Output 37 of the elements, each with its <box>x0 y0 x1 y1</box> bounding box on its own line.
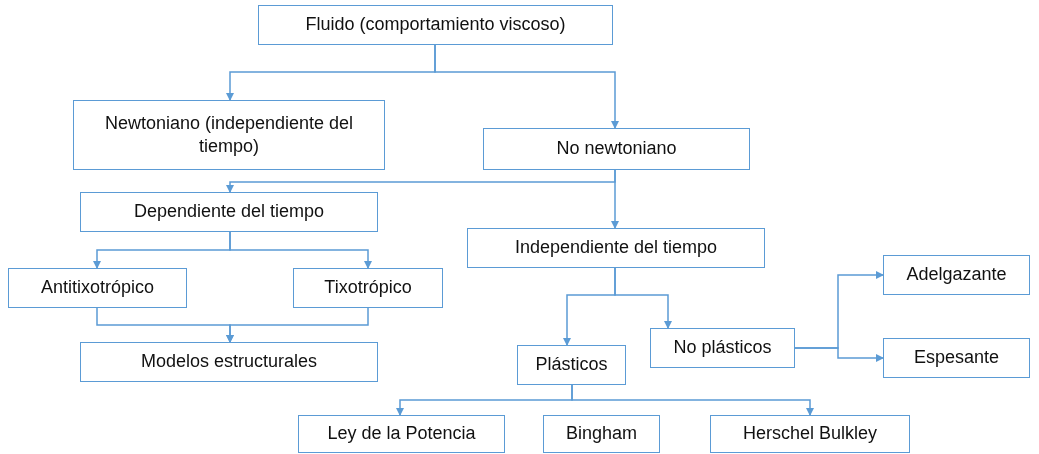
process-box <box>467 228 765 268</box>
box-label: Newtoniano (independiente del tiempo) <box>103 111 355 158</box>
box-label: Modelos estructurales <box>140 350 318 374</box>
process-box <box>650 328 795 368</box>
box-label: Espesante <box>913 346 1000 370</box>
box-label: No plásticos <box>673 336 772 360</box>
box-label: Ley de la Potencia <box>327 422 476 446</box>
box-label: Dependiente del tiempo <box>133 200 325 224</box>
process-box <box>517 345 626 385</box>
process-box <box>710 415 910 453</box>
process-box <box>73 100 385 170</box>
process-box <box>883 255 1030 295</box>
arrow <box>434 44 619 129</box>
arrow <box>794 347 884 362</box>
box-label: Bingham <box>565 422 637 446</box>
process-box <box>298 415 505 453</box>
process-box <box>8 268 187 308</box>
process-box <box>293 268 443 308</box>
arrow <box>611 169 619 229</box>
arrow <box>226 307 369 343</box>
process-box <box>258 5 613 45</box>
arrow <box>229 231 372 269</box>
process-box <box>80 342 378 382</box>
process-box <box>883 338 1030 378</box>
arrow <box>614 267 672 329</box>
box-label: Independiente del tiempo <box>514 236 718 260</box>
box-label: Fluido (comportamiento viscoso) <box>305 13 566 37</box>
process-box <box>543 415 660 453</box>
box-label: Plásticos <box>535 353 608 377</box>
box-label: Adelgazante <box>906 263 1007 287</box>
process-box <box>483 128 750 170</box>
box-label: No newtoniano <box>556 137 677 161</box>
box-label: Antitixotrópico <box>40 276 155 300</box>
arrow <box>571 384 814 416</box>
box-label: Tixotrópico <box>324 276 412 300</box>
process-box <box>80 192 378 232</box>
box-label: Herschel Bulkley <box>742 422 878 446</box>
